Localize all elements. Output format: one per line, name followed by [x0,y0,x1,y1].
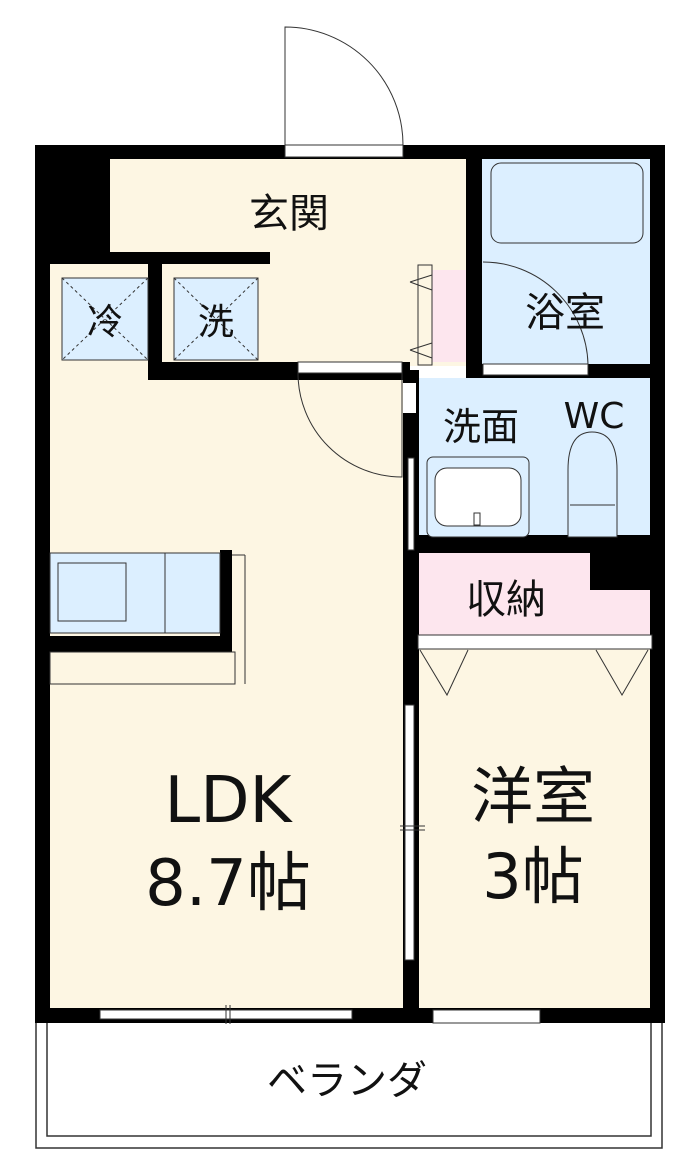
sink-bowl [434,467,522,527]
bathtub [490,162,644,244]
label-washer: 洗 [198,302,234,343]
label-toilet: WC [564,396,625,437]
walls [35,145,665,1023]
label-entrance: 玄関 [249,191,329,237]
label-balcony: ベランダ [267,1058,427,1104]
label-bathroom: 浴室 [525,290,605,336]
label-western-name: 洋室 [471,760,595,833]
label-washroom: 洗面 [443,405,519,449]
fixtures [49,162,644,685]
western-floor [418,640,653,1010]
toilet [567,431,618,538]
small-closet [432,270,466,362]
counter-ledge [49,651,236,685]
door-swings [225,26,649,1024]
label-ldk-name: LDK [165,764,294,838]
label-storage: 収納 [466,577,546,623]
label-fridge: 冷 [87,302,123,343]
label-western-size: 3帖 [482,840,583,913]
label-ldk-size: 8.7帖 [145,847,311,921]
balcony [35,1019,663,1149]
entrance-floor [108,158,468,258]
